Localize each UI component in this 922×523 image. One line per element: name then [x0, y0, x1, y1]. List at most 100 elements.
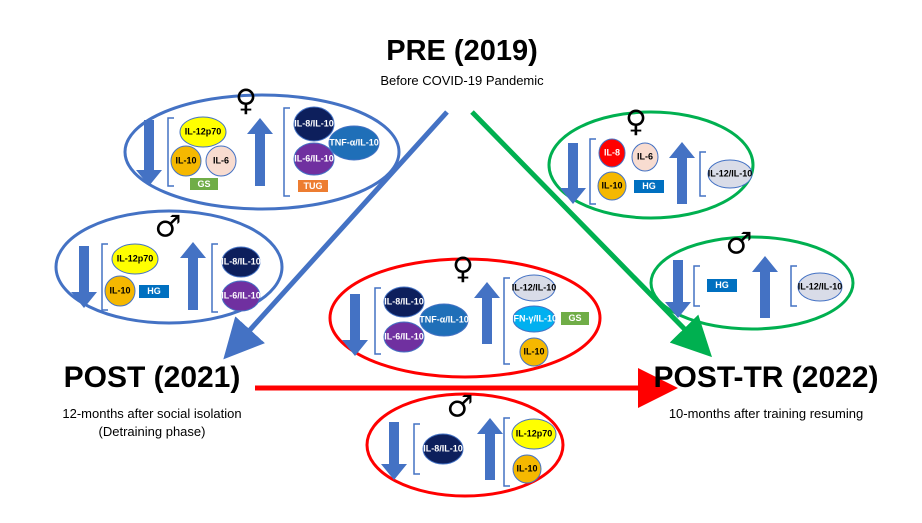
node-label: IL-6/IL-10	[384, 331, 424, 341]
bracket	[790, 265, 797, 307]
node-label: IL-6	[213, 155, 229, 165]
posttr-subtitle: 10-months after training resuming	[669, 406, 863, 421]
bracket	[167, 117, 174, 187]
panel-post-posttr-male: ♂ IL-8/IL-10 IL-12p70 IL-10	[365, 390, 565, 498]
node-il6-il10	[293, 142, 335, 176]
node-tnfa-il10	[419, 303, 469, 337]
node-label: IL-10	[175, 155, 196, 165]
bracket	[211, 243, 218, 313]
female-symbol: ♀	[452, 252, 474, 287]
bracket	[699, 151, 706, 197]
node-il10	[512, 454, 542, 484]
pre-to-posttr-arrow	[470, 110, 712, 358]
node-label: IL-10	[601, 180, 622, 190]
node-il12p70	[511, 418, 557, 450]
node-label: IL-8/IL-10	[423, 443, 463, 453]
node-il8-il10	[383, 286, 425, 318]
node-ifng-il10	[512, 305, 556, 333]
pre-subtitle: Before COVID-19 Pandemic	[380, 73, 544, 88]
node-il8	[598, 138, 626, 168]
node-il12p70	[111, 243, 159, 275]
node-label: IL-6/IL-10	[221, 290, 261, 300]
node-label: IL-10	[523, 346, 544, 356]
bracket	[589, 138, 596, 205]
node-il10	[104, 275, 136, 307]
node-il10	[597, 171, 627, 201]
node-label: IL-12/IL-10	[798, 281, 843, 291]
panel-pre-posttr-female: ♀ IL-8 IL-6 IL-10 HG IL-12/IL-10	[547, 105, 755, 220]
node-label: IL-6	[637, 151, 653, 161]
up-arrow-icon	[180, 242, 206, 310]
node-label: IFN-γ/IL-10	[511, 313, 557, 323]
node-label: IL-8	[604, 147, 620, 157]
node-il8-il10	[293, 106, 335, 142]
panel-pre-post-male: ♂ IL-12p70 IL-10 HG IL-8/IL-10 IL-6/IL-1…	[54, 209, 284, 325]
female-symbol: ♀	[625, 105, 647, 140]
posttr-title: POST-TR (2022)	[653, 361, 878, 394]
up-arrow-icon	[247, 118, 273, 186]
node-label: IL-12p70	[117, 253, 154, 263]
node-label: GS	[197, 179, 210, 189]
node-tug	[298, 180, 328, 192]
up-arrow-icon	[669, 142, 695, 204]
down-arrow-icon	[560, 143, 586, 204]
panel-pre-post-female: ♀ IL-12p70 IL-10 IL-6 GS IL-8/IL-10 TNF-…	[123, 84, 401, 211]
node-label: TNF-α/IL-10	[329, 137, 379, 147]
node-label: IL-12p70	[516, 428, 553, 438]
node-label: IL-12/IL-10	[512, 282, 557, 292]
up-arrow-icon	[752, 256, 778, 318]
node-il12p70	[179, 116, 227, 148]
bracket	[101, 243, 108, 311]
node-label: HG	[642, 181, 656, 191]
node-label: TUG	[304, 181, 323, 191]
bracket	[693, 265, 700, 307]
node-label: IL-8/IL-10	[384, 296, 424, 306]
down-arrow-icon	[136, 120, 162, 186]
node-il6	[205, 145, 237, 177]
down-arrow-icon	[342, 294, 368, 356]
node-label: TNF-α/IL-10	[419, 314, 469, 324]
node-hg	[139, 285, 169, 298]
node-hg	[707, 279, 737, 292]
node-label: GS	[568, 313, 581, 323]
bracket	[503, 277, 510, 365]
bracket	[503, 417, 510, 487]
node-label: IL-8/IL-10	[294, 118, 334, 128]
node-il6	[631, 142, 659, 172]
node-label: HG	[715, 280, 729, 290]
pre-title: PRE (2019)	[386, 35, 538, 67]
node-il10	[170, 145, 202, 177]
post-subtitle-2: (Detraining phase)	[99, 424, 206, 439]
node-label: IL-12p70	[185, 126, 222, 136]
node-label: IL-6/IL-10	[294, 153, 334, 163]
down-arrow-icon	[381, 422, 407, 480]
node-gs	[561, 312, 589, 325]
panel-post-posttr-female: ♀ IL-8/IL-10 TNF-α/IL-10 IL-6/IL-10 IL-1…	[328, 252, 602, 379]
up-arrow-icon	[477, 418, 503, 480]
node-il6-il10	[383, 321, 425, 353]
male-symbol: ♂	[726, 227, 753, 262]
male-symbol: ♂	[155, 210, 182, 245]
panel-pre-posttr-male: ♂ HG IL-12/IL-10	[649, 227, 855, 331]
node-il10	[519, 337, 549, 367]
node-gs	[190, 178, 218, 190]
node-hg	[634, 180, 664, 193]
node-il12-il10	[707, 159, 753, 189]
node-label: IL-8/IL-10	[221, 256, 261, 266]
pre-to-post-arrow	[223, 110, 449, 360]
bracket	[413, 423, 420, 475]
down-arrow-icon	[71, 246, 97, 308]
male-symbol: ♂	[447, 390, 474, 425]
node-label: HG	[147, 286, 161, 296]
female-symbol: ♀	[235, 84, 257, 119]
node-label: IL-10	[109, 285, 130, 295]
bracket	[283, 107, 290, 197]
node-tnfa-il10	[328, 125, 380, 161]
node-label: IL-12/IL-10	[708, 168, 753, 178]
bracket	[374, 287, 381, 355]
node-il8-il10	[422, 433, 464, 465]
node-il12-il10	[797, 272, 843, 302]
node-il12-il10	[512, 274, 556, 302]
post-subtitle-1: 12-months after social isolation	[62, 406, 241, 421]
